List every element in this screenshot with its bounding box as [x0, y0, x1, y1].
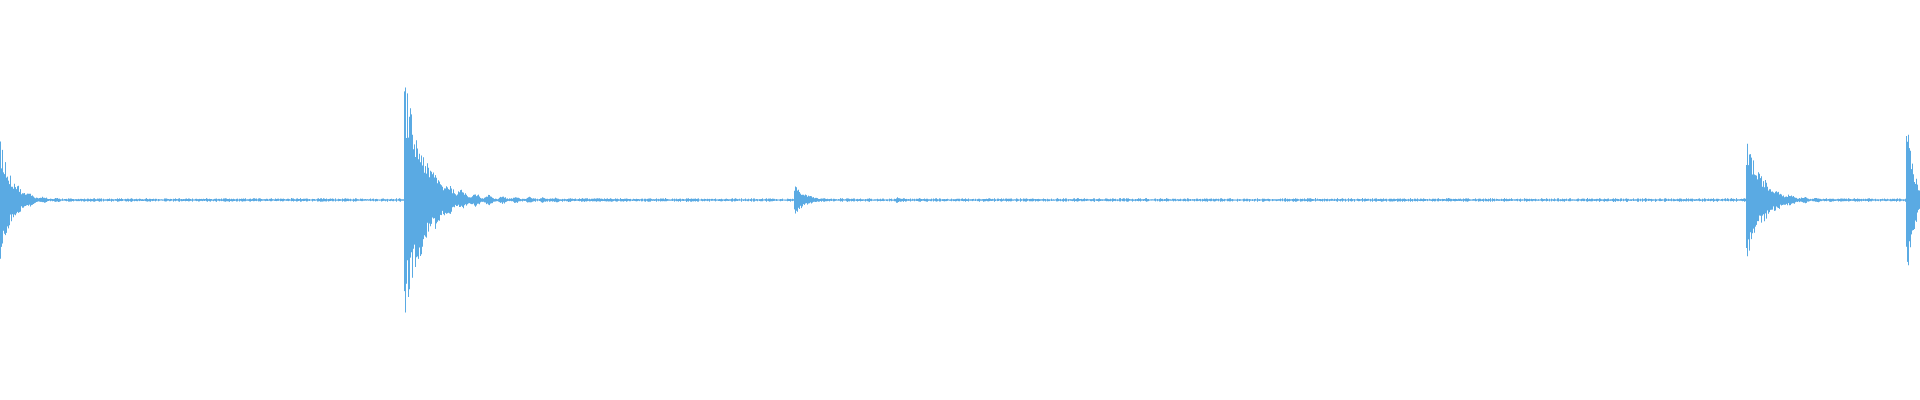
waveform-samples: [0, 87, 1920, 313]
waveform-amplitude-path: [0, 91, 1920, 297]
